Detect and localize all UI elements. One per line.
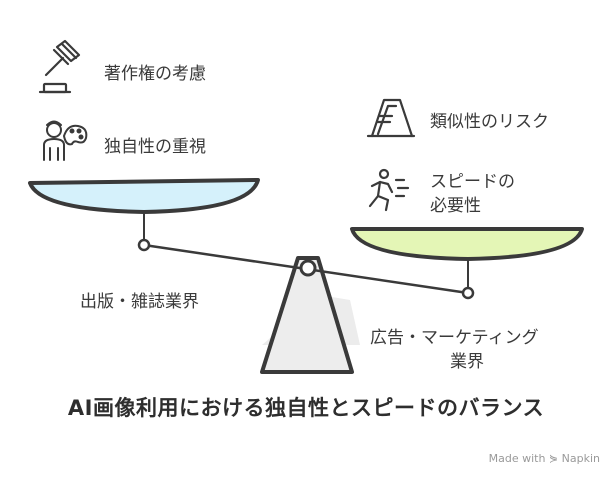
gavel-icon (38, 39, 81, 94)
right-pan (350, 227, 584, 261)
originality-emphasis-label: 独自性の重視 (104, 137, 206, 157)
advertising-industry-label-line2: 業界 (450, 352, 484, 372)
scale-fulcrum (260, 256, 354, 374)
running-person-icon (368, 168, 410, 212)
similarity-risk-label: 類似性のリスク (430, 112, 549, 132)
diagram-title: AI画像利用における独自性とスピードのバランス (67, 396, 545, 420)
copyright-consideration-label: 著作権の考慮 (104, 64, 206, 84)
speed-label-line1: スピードの (430, 172, 515, 192)
scale-pivot (299, 259, 317, 277)
left-pan (28, 178, 260, 214)
advertising-industry-label-line1: 広告・マーケティング (370, 328, 539, 348)
left-beam-joint (137, 238, 151, 252)
sign-board-icon (366, 98, 416, 138)
speed-label-line2: 必要性 (430, 196, 481, 216)
napkin-watermark[interactable]: Made with ⋟ Napkin (488, 452, 600, 465)
publishing-industry-label: 出版・雑誌業界 (80, 292, 199, 312)
right-beam-joint (461, 286, 475, 300)
artist-palette-icon (43, 120, 88, 161)
